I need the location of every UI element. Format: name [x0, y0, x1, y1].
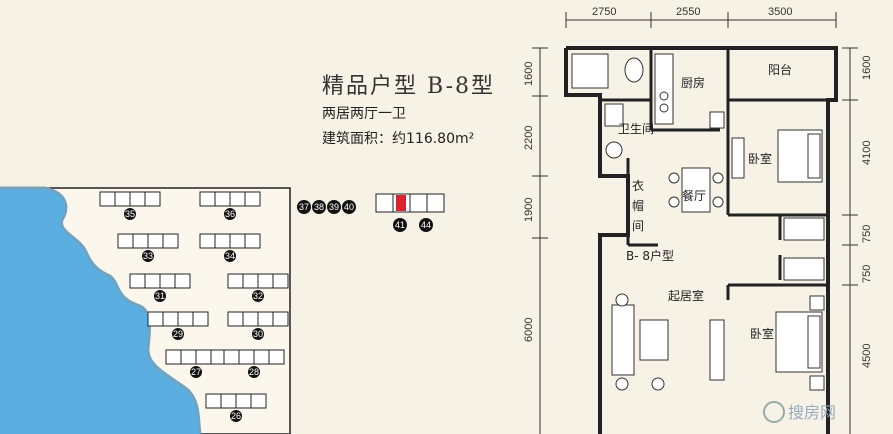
watermark: 搜房网	[763, 401, 836, 423]
building-number-38: 38	[314, 202, 324, 212]
building-marker-38	[312, 200, 326, 214]
site-building-30: 30	[227, 311, 289, 340]
sofa-set	[611, 293, 669, 391]
lakeshore	[0, 186, 202, 434]
building-number-44: 44	[421, 220, 431, 230]
dim-left-3: 1900	[523, 198, 535, 222]
building-number-37: 37	[299, 202, 309, 212]
tv-cabinet	[709, 319, 725, 381]
dim-left-1: 1600	[523, 62, 535, 86]
building-row-block	[375, 193, 445, 213]
building-number-27: 27	[191, 367, 201, 377]
site-plan-map: 35 36 33 34 31 32 29 30 27 28 26	[0, 186, 291, 434]
dim-right-1: 1600	[861, 56, 873, 80]
site-building-36: 36	[199, 191, 261, 220]
room-closet-3: 间	[632, 219, 644, 233]
building-number-41: 41	[395, 220, 405, 230]
site-building-33: 33	[117, 233, 179, 262]
left-dimension-line	[532, 47, 548, 434]
building-marker-44	[419, 218, 433, 232]
site-building-32: 32	[227, 273, 289, 302]
bed-bottom	[775, 295, 825, 391]
dim-right-4: 750	[861, 265, 873, 283]
building-number-33: 33	[143, 251, 153, 261]
room-closet-2: 帽	[632, 198, 644, 213]
room-dining: 餐厅	[682, 188, 706, 203]
building-number-36: 36	[225, 209, 235, 219]
dim-right-5: 4500	[861, 344, 873, 368]
watermark-text: 搜房网	[788, 403, 836, 422]
building-marker-40	[342, 200, 356, 214]
site-building-26: 26	[205, 393, 267, 422]
building-area: 建筑面积：约116.80m²	[322, 131, 475, 147]
room-closet-1: 衣	[632, 178, 644, 193]
building-number-30: 30	[253, 329, 263, 339]
layout-description: 两居两厅一卫	[322, 106, 406, 122]
building-number-39: 39	[329, 202, 339, 212]
room-living: 起居室	[668, 288, 704, 303]
dim-right-3: 750	[861, 225, 873, 243]
page-title: 精品户型 B-8型	[322, 74, 495, 99]
site-building-27: 27	[165, 349, 227, 378]
dim-top-1: 2750	[592, 6, 616, 18]
dim-top-2: 2550	[676, 6, 700, 18]
building-marker-41	[393, 218, 407, 232]
room-bedroom-bottom: 卧室	[750, 326, 774, 341]
dim-left-2: 2200	[523, 126, 535, 150]
right-dimension-line	[842, 47, 858, 434]
site-building-29: 29	[147, 311, 209, 340]
site-building-31: 31	[129, 273, 191, 302]
building-number-29: 29	[173, 329, 183, 339]
dim-top-3: 3500	[768, 6, 792, 18]
building-row-legend: 37 38 39 40 41 44	[297, 193, 445, 232]
building-marker-39	[327, 200, 341, 214]
site-building-34: 34	[199, 233, 261, 262]
bathroom-fixtures	[571, 53, 644, 159]
site-building-28: 28	[223, 349, 285, 378]
dim-left-4: 6000	[523, 318, 535, 342]
room-bathroom: 卫生间	[618, 122, 654, 136]
plan-type-label: B- 8户型	[626, 248, 674, 263]
outer-walls	[564, 46, 838, 434]
building-number-40: 40	[344, 202, 354, 212]
building-number-32: 32	[253, 291, 263, 301]
highlighted-unit	[396, 195, 406, 211]
building-number-26: 26	[231, 411, 241, 421]
building-marker-37	[297, 200, 311, 214]
bed-top	[731, 129, 823, 183]
top-dimension-line	[565, 12, 837, 28]
building-number-34: 34	[225, 251, 235, 261]
room-bedroom-top: 卧室	[748, 151, 772, 166]
lake-area	[0, 188, 200, 434]
dim-right-2: 4100	[861, 141, 873, 165]
wardrobes	[783, 217, 825, 281]
inner-walls	[600, 48, 828, 300]
building-number-28: 28	[249, 367, 259, 377]
dining-table	[668, 167, 724, 213]
site-building-35: 35	[99, 191, 161, 220]
room-balcony: 阳台	[768, 62, 792, 77]
room-kitchen: 厨房	[681, 75, 705, 90]
kitchen-fixtures	[654, 53, 725, 129]
building-number-31: 31	[155, 291, 165, 301]
building-number-35: 35	[125, 209, 135, 219]
